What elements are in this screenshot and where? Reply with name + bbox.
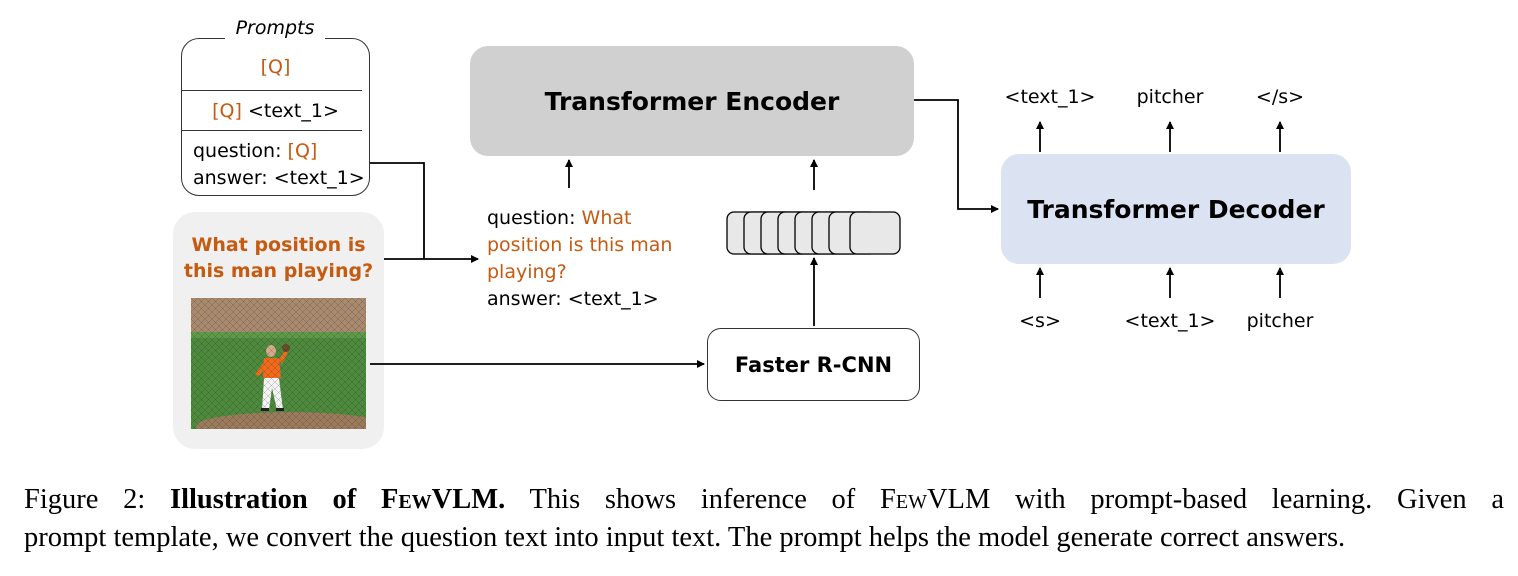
connector-arrows xyxy=(370,99,1284,368)
decoder-input-token: <s> xyxy=(1019,310,1061,332)
transformer-encoder-block: Transformer Encoder xyxy=(470,46,914,156)
caption-line2: prompt template, we convert the question… xyxy=(24,522,1346,553)
visual-feature-stack xyxy=(726,211,901,255)
prompt-divider xyxy=(181,130,362,131)
prompt-divider xyxy=(181,90,362,91)
input-text-line2: position is this man xyxy=(487,234,673,256)
encoder-to-decoder-arrow xyxy=(914,99,999,213)
prompt-template-2: [Q] <text_1> xyxy=(181,99,370,123)
input-text-line3: playing? xyxy=(487,261,567,283)
input-question-start: What xyxy=(581,207,632,229)
caption-line1: Figure 2: Illustration of FewVLM. This s… xyxy=(24,481,1504,519)
faster-rcnn-label: Faster R-CNN xyxy=(734,352,893,377)
decoder-input-token: pitcher xyxy=(1246,310,1314,332)
prompt-template-3-line1: question: [Q] xyxy=(193,139,317,163)
input-text-line1: question: What xyxy=(487,206,631,230)
faster-rcnn-block: Faster R-CNN xyxy=(707,328,920,401)
prompt-question-prefix: question: xyxy=(193,140,288,162)
prompt-text-slot: <text_1> xyxy=(241,100,339,122)
transformer-decoder-label: Transformer Decoder xyxy=(1027,194,1325,224)
prompt-template-3-line2: answer: <text_1> xyxy=(193,167,365,189)
transformer-decoder-block: Transformer Decoder xyxy=(1001,154,1351,264)
transformer-encoder-label: Transformer Encoder xyxy=(544,86,840,116)
caption-model-name: FewVLM. xyxy=(380,484,506,515)
caption-bold-title: Illustration of xyxy=(170,484,381,515)
input-text-line4: answer: <text_1> xyxy=(487,288,659,310)
prompt-template-1: [Q] xyxy=(260,56,291,78)
decoder-output-token: <text_1> xyxy=(1004,86,1096,108)
question-text-line1: What position is xyxy=(191,234,366,256)
question-text-line2: this man playing? xyxy=(183,260,374,282)
figure-caption: Figure 2: Illustration of FewVLM. This s… xyxy=(24,481,1504,557)
prompts-connector xyxy=(370,162,425,259)
decoder-input-token: <text_1> xyxy=(1124,310,1216,332)
caption-text: with prompt-based learning. Given a xyxy=(990,484,1505,515)
baseball-pitcher-photo xyxy=(191,298,366,429)
decoder-output-token: </s> xyxy=(1255,86,1305,108)
caption-figure-label: Figure 2: xyxy=(24,484,170,515)
prompt-q-slot: [Q] xyxy=(287,140,318,162)
decoder-output-token: pitcher xyxy=(1136,86,1204,108)
prompt-q-slot: [Q] xyxy=(212,100,242,122)
input-question-prefix: question: xyxy=(487,207,582,229)
caption-text: This shows inference of xyxy=(505,484,881,515)
caption-model-name: FewVLM xyxy=(880,484,991,515)
prompts-title: Prompts xyxy=(225,16,325,40)
